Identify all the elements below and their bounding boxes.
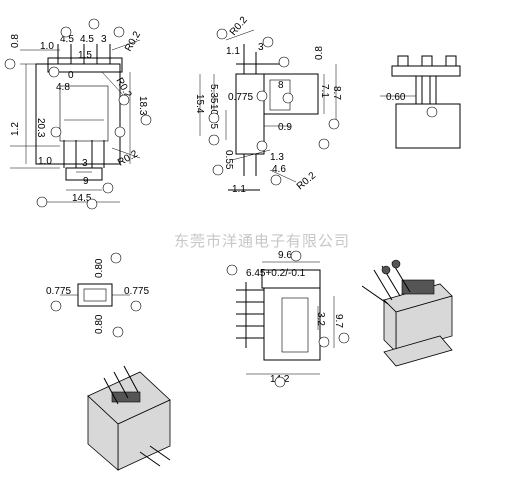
dim-label: 1.1 (226, 46, 240, 57)
dim-label: 9 (83, 176, 89, 187)
dim-label: 9.7 (333, 314, 344, 328)
dim-label: 15.4 (194, 94, 205, 114)
dim-label: R0.2 (228, 14, 250, 38)
dim-label: 6.45+0.2/-0.1 (246, 268, 306, 279)
dim-label: 4.5 (80, 34, 94, 45)
dim-label: 8 (278, 80, 284, 91)
dim-label: 0.8 (314, 46, 325, 60)
dim-label: 9.6 (278, 250, 292, 261)
dim-label: R0.2 (295, 170, 319, 192)
dim-label: 1.0 (38, 156, 52, 167)
dim-label: 0.80 (94, 258, 105, 278)
dim-label: R0.2 (123, 29, 143, 53)
dim-label: 3 (258, 42, 264, 53)
dim-label: 4.6 (272, 164, 286, 175)
dim-label: 7.1 (319, 84, 330, 98)
dim-label: 0 (68, 70, 74, 81)
section-view: 0.80 0.775 0.775 0.80 (46, 252, 149, 338)
dim-label: 0.55 (223, 150, 234, 170)
front-view: 0.8 1.0 4.5 4.5 3 R0.2 1.5 0 4.8 20.3 18… (4, 18, 152, 210)
dim-label: 0.80 (94, 314, 105, 334)
dim-label: 0.60 (386, 92, 406, 103)
pin-view: 9.6 6.45+0.2/-0.1 3.2 9.7 14.2 (226, 250, 350, 388)
isometric-view-right (361, 259, 453, 367)
front-window (59, 85, 109, 142)
company-watermark: 东莞市洋通电子有限公司 (174, 232, 350, 250)
dim-label: 4.5 (60, 34, 74, 45)
dim-label: 0.9 (278, 122, 292, 133)
dim-label: 20.3 (35, 118, 46, 138)
dim-label: 1.0 (40, 41, 54, 52)
dim-label: 0.775 (46, 286, 71, 297)
dim-label: 14.5 (72, 193, 92, 204)
dim-label: 1.1 (232, 184, 246, 195)
dim-label: 1.2 (10, 122, 21, 136)
dim-label: 1.5 (78, 50, 92, 61)
dim-label: 0.775 (124, 286, 149, 297)
isometric-view-left (87, 365, 171, 471)
side-view: R0.2 1.1 3 0.8 5.35 15.4 10.05 0.775 8 7… (194, 14, 342, 195)
dim-label: 8.7 (331, 86, 342, 100)
dim-label: 3 (82, 158, 88, 169)
dim-label: 4.8 (56, 82, 70, 93)
end-view: 0.60 (380, 55, 461, 149)
front-base (65, 167, 103, 181)
dim-label: 0.8 (10, 34, 21, 48)
dim-label: 1.3 (270, 152, 284, 163)
dim-label: 0.775 (228, 92, 253, 103)
front-body-outline (35, 63, 121, 165)
dim-label: 18.3 (137, 96, 148, 116)
dim-label: 3 (101, 34, 107, 45)
dim-label: 5.35 (208, 84, 219, 104)
front-top-flange (47, 57, 123, 73)
dim-label: 3.2 (315, 312, 326, 326)
